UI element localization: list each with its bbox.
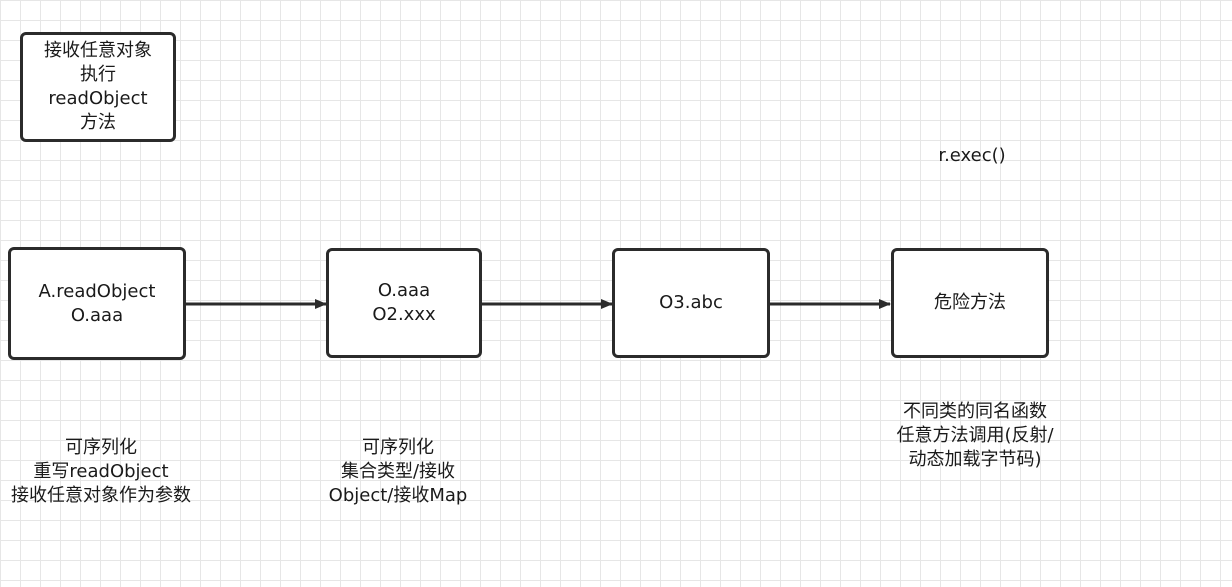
node-label: O.aaa bbox=[377, 280, 431, 301]
note-line: 重写readObject bbox=[33, 461, 169, 482]
node-label: 危险方法 bbox=[934, 292, 1006, 313]
note-line: 动态加载字节码) bbox=[908, 449, 1042, 470]
note-line: 接收任意对象作为参数 bbox=[11, 485, 191, 506]
note-line: 可序列化 bbox=[362, 437, 434, 458]
note-line: Object/接收Map bbox=[328, 485, 468, 506]
legend-line: 方法 bbox=[80, 112, 116, 133]
note-node1: 可序列化 重写readObject 接收任意对象作为参数 bbox=[0, 436, 202, 508]
node-a-readobject[interactable]: A.readObject O.aaa bbox=[8, 247, 186, 360]
exec-label: r.exec() bbox=[938, 145, 1006, 166]
note-node4: 不同类的同名函数 任意方法调用(反射/ 动态加载字节码) bbox=[880, 400, 1070, 472]
node-dangerous-method[interactable]: 危险方法 bbox=[891, 248, 1049, 358]
note-line: 可序列化 bbox=[65, 437, 137, 458]
legend-line: 接收任意对象 bbox=[44, 40, 152, 61]
note-line: 不同类的同名函数 bbox=[903, 401, 1047, 422]
node-label: O.aaa bbox=[70, 304, 124, 326]
node-o-aaa[interactable]: O.aaa O2.xxx bbox=[326, 248, 482, 358]
legend-box[interactable]: 接收任意对象 执行 readObject 方法 bbox=[20, 32, 176, 142]
legend-line: readObject bbox=[48, 88, 148, 109]
note-line: 集合类型/接收 bbox=[340, 461, 456, 482]
node-label: A.readObject bbox=[38, 280, 156, 302]
node-o3-abc[interactable]: O3.abc bbox=[612, 248, 770, 358]
node-label: O3.abc bbox=[659, 292, 723, 313]
note-line: 任意方法调用(反射/ bbox=[896, 425, 1054, 446]
note-node2: 可序列化 集合类型/接收 Object/接收Map bbox=[312, 436, 484, 508]
legend-line: 执行 bbox=[80, 64, 116, 85]
node-label: O2.xxx bbox=[372, 304, 436, 325]
